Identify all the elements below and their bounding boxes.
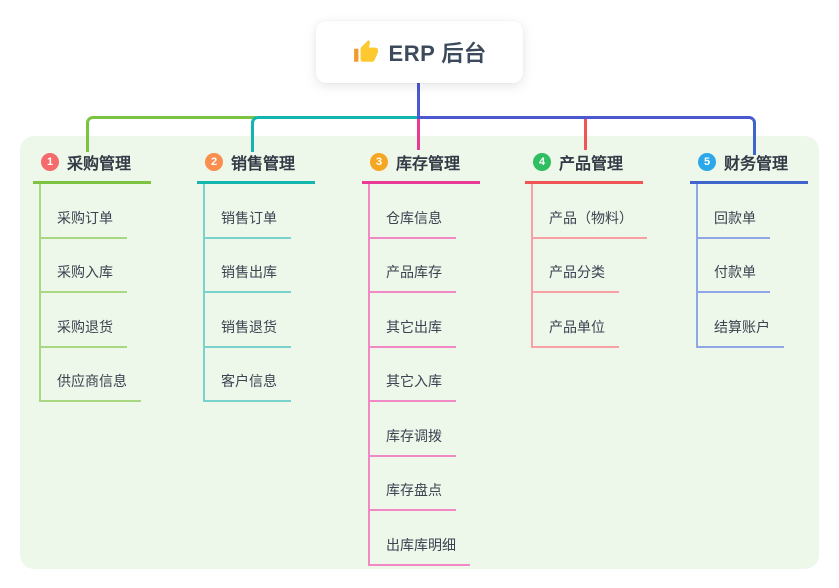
branch-purchase-children: 采购订单 采购入库 采购退货 供应商信息 (39, 184, 151, 402)
branch-purchase: 1 采购管理 采购订单 采购入库 采购退货 供应商信息 (33, 146, 151, 402)
branch-sales-label: 销售管理 (231, 156, 296, 173)
node-sales-order-label[interactable]: 销售订单 (205, 208, 291, 239)
node-sales-outbound: 销售出库 (205, 239, 315, 293)
node-collection-doc: 回款单 (698, 184, 808, 239)
branch-number-badge: 1 (41, 153, 59, 171)
node-purchase-order: 采购订单 (41, 184, 151, 239)
node-stock-transfer-label[interactable]: 库存调拨 (370, 426, 456, 457)
branch-sales: 2 销售管理 销售订单 销售出库 销售退货 客户信息 (197, 146, 315, 402)
branch-number-badge: 2 (205, 153, 223, 171)
node-sales-order: 销售订单 (205, 184, 315, 239)
node-purchase-inbound-label[interactable]: 采购入库 (41, 262, 127, 293)
branch-number-badge: 4 (533, 153, 551, 171)
branch-finance-children: 回款单 付款单 结算账户 (696, 184, 808, 348)
node-sales-return-label[interactable]: 销售退货 (205, 317, 291, 348)
node-payment-doc-label[interactable]: 付款单 (698, 262, 770, 293)
node-purchase-inbound: 采购入库 (41, 239, 151, 293)
branch-purchase-label: 采购管理 (67, 156, 132, 173)
node-warehouse-info: 仓库信息 (370, 184, 480, 239)
node-supplier-info: 供应商信息 (41, 348, 151, 402)
node-stock-transfer: 库存调拨 (370, 402, 480, 457)
node-warehouse-info-label[interactable]: 仓库信息 (370, 208, 456, 239)
node-settlement-account-label[interactable]: 结算账户 (698, 317, 784, 348)
node-settlement-account: 结算账户 (698, 293, 808, 348)
branch-finance-label: 财务管理 (724, 156, 789, 173)
node-other-outbound-label[interactable]: 其它出库 (370, 317, 456, 348)
branch-number-badge: 3 (370, 153, 388, 171)
node-other-outbound: 其它出库 (370, 293, 480, 348)
node-product-category-label[interactable]: 产品分类 (533, 262, 619, 293)
node-product-category: 产品分类 (533, 239, 647, 293)
branch-purchase-head[interactable]: 1 采购管理 (33, 146, 151, 184)
node-stock-count: 库存盘点 (370, 457, 480, 511)
branch-finance-head[interactable]: 5 财务管理 (690, 146, 808, 184)
branch-product: 4 产品管理 产品（物料） 产品分类 产品单位 (525, 146, 647, 348)
node-purchase-order-label[interactable]: 采购订单 (41, 208, 127, 239)
branch-sales-head[interactable]: 2 销售管理 (197, 146, 315, 184)
branch-product-children: 产品（物料） 产品分类 产品单位 (531, 184, 647, 348)
connector-root-trunk (417, 83, 420, 117)
node-product-material-label[interactable]: 产品（物料） (533, 208, 647, 239)
node-payment-doc: 付款单 (698, 239, 808, 293)
node-customer-info-label[interactable]: 客户信息 (205, 371, 291, 402)
branch-sales-children: 销售订单 销售出库 销售退货 客户信息 (203, 184, 315, 402)
branch-inventory: 3 库存管理 仓库信息 产品库存 其它出库 其它入库 库存调拨 库存盘点 出库库… (362, 146, 480, 566)
node-product-unit-label[interactable]: 产品单位 (533, 317, 619, 348)
node-product-material: 产品（物料） (533, 184, 647, 239)
node-outbound-detail: 出库库明细 (370, 511, 480, 566)
node-sales-return: 销售退货 (205, 293, 315, 348)
branch-inventory-label: 库存管理 (396, 156, 461, 173)
branch-product-label: 产品管理 (559, 156, 624, 173)
node-other-inbound: 其它入库 (370, 348, 480, 402)
node-collection-doc-label[interactable]: 回款单 (698, 208, 770, 239)
branch-inventory-head[interactable]: 3 库存管理 (362, 146, 480, 184)
thumbs-up-icon (353, 40, 378, 62)
node-other-inbound-label[interactable]: 其它入库 (370, 371, 456, 402)
node-purchase-return: 采购退货 (41, 293, 151, 348)
node-product-stock: 产品库存 (370, 239, 480, 293)
mindmap-background-panel (20, 136, 819, 569)
node-outbound-detail-label[interactable]: 出库库明细 (370, 535, 470, 566)
node-product-unit: 产品单位 (533, 293, 647, 348)
branch-product-head[interactable]: 4 产品管理 (525, 146, 643, 184)
node-purchase-return-label[interactable]: 采购退货 (41, 317, 127, 348)
branch-inventory-children: 仓库信息 产品库存 其它出库 其它入库 库存调拨 库存盘点 出库库明细 (368, 184, 480, 566)
node-customer-info: 客户信息 (205, 348, 315, 402)
root-node[interactable]: ERP 后台 (316, 21, 523, 83)
node-product-stock-label[interactable]: 产品库存 (370, 262, 456, 293)
root-node-label: ERP 后台 (388, 41, 487, 66)
node-supplier-info-label[interactable]: 供应商信息 (41, 371, 141, 402)
branch-number-badge: 5 (698, 153, 716, 171)
node-sales-outbound-label[interactable]: 销售出库 (205, 262, 291, 293)
branch-finance: 5 财务管理 回款单 付款单 结算账户 (690, 146, 808, 348)
node-stock-count-label[interactable]: 库存盘点 (370, 480, 456, 511)
